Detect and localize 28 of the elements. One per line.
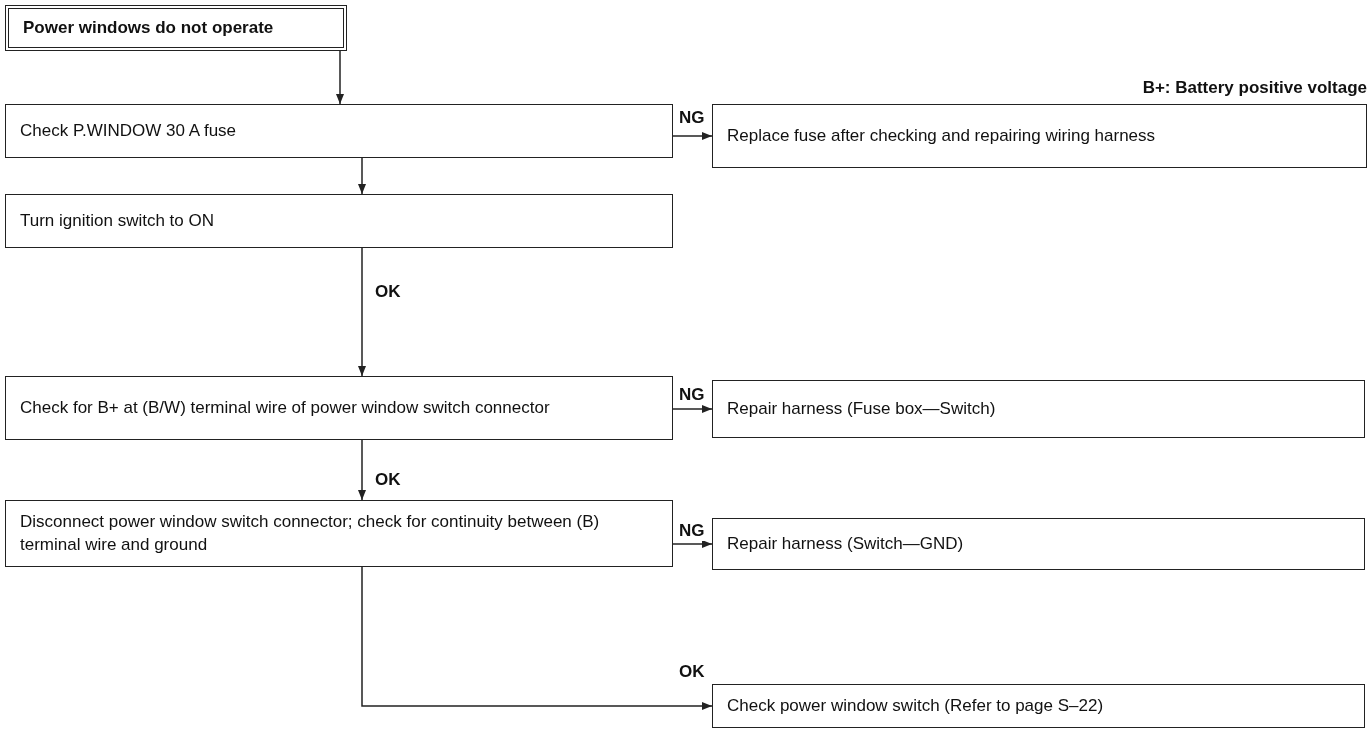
box-text: Disconnect power window switch connector; check for continuity between (B) terminal wire and ground <box>20 511 601 556</box>
box-text: Power windows do not operate <box>23 16 274 39</box>
arrow <box>672 132 713 140</box>
process-box <box>712 104 1367 168</box>
process-box <box>712 380 1365 438</box>
arrow <box>672 540 713 548</box>
box-text: Turn ignition switch to ON <box>20 209 214 232</box>
box-text: Replace fuse after checking and repairing wiring harness <box>727 124 1156 147</box>
arrow <box>361 566 713 710</box>
arrow <box>358 439 366 501</box>
process-box <box>5 376 673 440</box>
process-box <box>5 194 673 248</box>
arrow <box>358 247 366 377</box>
box-text: Repair harness (Fuse box—Switch) <box>727 397 996 420</box>
process-box <box>712 518 1365 570</box>
arrow <box>358 157 366 195</box>
start-box <box>5 5 347 51</box>
arrow <box>672 405 713 413</box>
box-text: Check P.WINDOW 30 A fuse <box>20 119 237 142</box>
process-box <box>5 104 673 158</box>
box-text: Check power window switch (Refer to page S–22) <box>727 694 1104 717</box>
box-text: Repair harness (Switch—GND) <box>727 532 964 555</box>
arrow <box>336 50 344 105</box>
box-text: Check for B+ at (B/W) terminal wire of power window switch connector <box>20 396 550 419</box>
edge-label: NG <box>678 521 706 541</box>
note-text: B+: Battery positive voltage <box>1142 78 1367 98</box>
process-box <box>5 500 673 567</box>
process-box <box>712 684 1365 728</box>
